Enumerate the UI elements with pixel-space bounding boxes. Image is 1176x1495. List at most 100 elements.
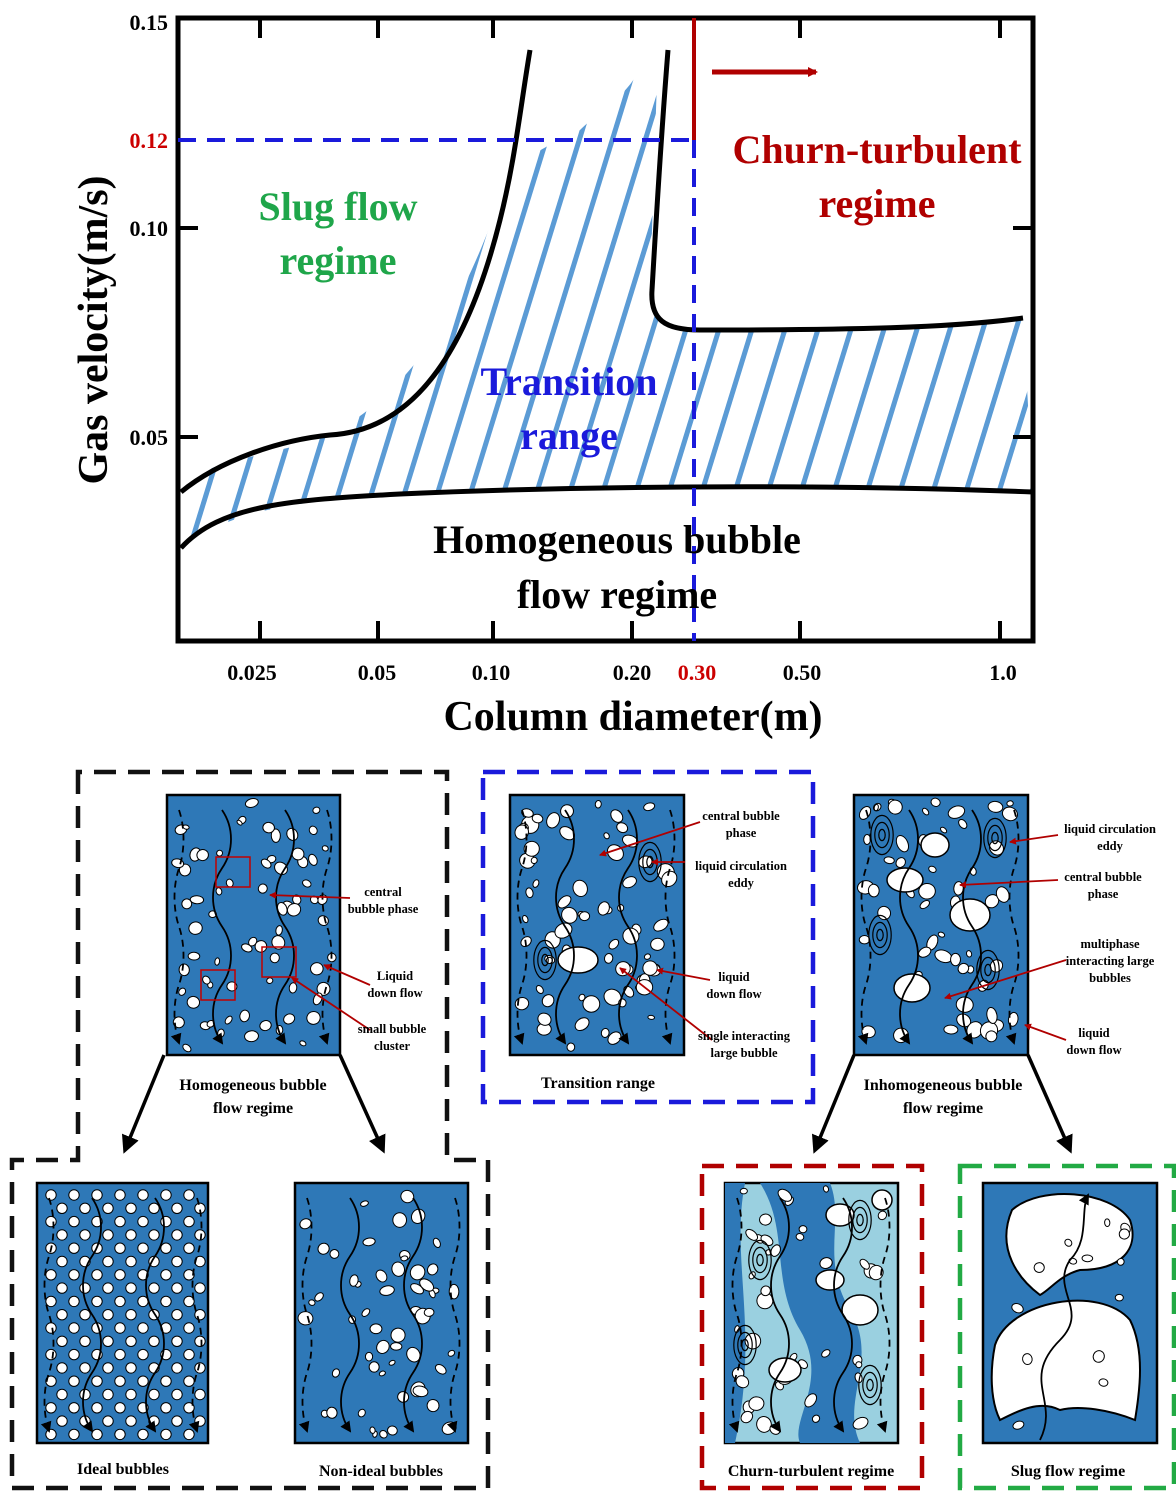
bubble	[259, 1020, 272, 1032]
inhomo-central-label: phase	[1088, 887, 1119, 901]
bubble	[45, 1215, 57, 1228]
bubble	[858, 935, 871, 945]
trans-central-label: phase	[726, 826, 757, 840]
bubble	[148, 1388, 160, 1401]
slug-region-label: regime	[280, 238, 397, 283]
annotation-arrows	[269, 821, 1067, 1041]
bubble	[514, 824, 529, 840]
bubble	[125, 1282, 137, 1294]
bubble	[1007, 1011, 1019, 1027]
bubble	[760, 1285, 771, 1297]
bubble	[160, 1269, 172, 1281]
trans-eddy-label: eddy	[728, 876, 754, 890]
hatch-line	[1110, 40, 1176, 560]
hatch-line	[282, 50, 448, 548]
bubble	[160, 1428, 172, 1441]
eddy	[866, 1378, 874, 1392]
bubble	[171, 1309, 183, 1321]
bubble	[216, 849, 224, 857]
hatch-line	[480, 50, 646, 548]
bubble	[867, 883, 880, 898]
bubble	[189, 895, 205, 905]
large-bubble	[949, 898, 991, 932]
bubble	[1033, 1262, 1045, 1273]
bubble	[56, 1335, 68, 1348]
hatch-line	[249, 50, 415, 548]
eddy	[991, 831, 999, 845]
large-bubble	[886, 867, 924, 893]
bubble	[137, 1348, 149, 1361]
x-tick: 0.10	[472, 660, 511, 685]
bubble	[804, 1393, 818, 1408]
x-tick-highlight: 0.30	[678, 660, 717, 685]
bubble	[578, 911, 591, 922]
bubble	[561, 906, 578, 924]
up-flow-line	[618, 809, 638, 1045]
bubble	[257, 883, 268, 894]
bubble	[56, 1309, 68, 1321]
bubble	[102, 1202, 114, 1215]
bubble	[68, 1269, 80, 1281]
trans-single-label: large bubble	[710, 1046, 777, 1060]
slug-region-label: Slug flow	[259, 184, 418, 229]
homo-central-label: bubble phase	[348, 902, 419, 916]
annotation-labels: central bubble phase Liquid down flow sm…	[348, 809, 1156, 1060]
y-tick: 0.05	[130, 425, 169, 450]
bubble	[369, 1426, 376, 1434]
bubble	[182, 1043, 192, 1053]
down-flow-line	[318, 809, 333, 1045]
hatch-line	[546, 50, 712, 548]
bubble	[102, 1335, 114, 1348]
bubble	[125, 1229, 137, 1241]
large-bubble	[557, 946, 599, 974]
bubble	[863, 834, 871, 845]
bubble	[647, 1014, 655, 1020]
bubble	[887, 799, 903, 815]
inhomo-down-label: down flow	[1066, 1043, 1121, 1057]
x-axis-label: Column diameter(m)	[443, 694, 822, 740]
bubble	[68, 1348, 80, 1361]
bubble	[447, 1349, 456, 1357]
bubble	[643, 953, 651, 960]
bubble	[943, 1024, 959, 1035]
bubble	[379, 1430, 388, 1439]
bubble	[308, 853, 318, 866]
y-tick: 0.15	[130, 10, 169, 35]
bubble	[423, 1307, 435, 1317]
eddy	[876, 928, 884, 942]
down-flow-line	[170, 809, 185, 1045]
bubble	[378, 1370, 386, 1377]
bubble	[260, 858, 272, 869]
bubble	[68, 1295, 80, 1308]
bubble	[183, 1428, 195, 1441]
bubble	[183, 1375, 195, 1387]
bubble	[148, 1229, 160, 1241]
churn-caption: Churn-turbulent regime	[728, 1463, 894, 1480]
hatch-line	[216, 50, 382, 548]
eddy	[983, 817, 1007, 859]
bubble	[326, 1406, 338, 1419]
homo-cluster-label: cluster	[374, 1039, 411, 1053]
bubble	[603, 953, 614, 964]
bubble	[102, 1255, 114, 1268]
bubble	[171, 1202, 183, 1215]
slug-group-box	[957, 1163, 1176, 1491]
boundary-curves	[179, 49, 1034, 550]
bubble	[532, 879, 540, 888]
bubble	[376, 1339, 390, 1354]
x-tick-labels: 0.025 0.05 0.10 0.20 0.30 0.50 1.0	[227, 660, 1017, 685]
bubble	[582, 995, 601, 1013]
bubble	[224, 1015, 233, 1025]
bubble	[349, 1274, 359, 1287]
eddy	[848, 1199, 872, 1241]
bubble	[91, 1189, 103, 1201]
bubble	[45, 1428, 57, 1441]
bubble	[171, 1255, 183, 1268]
bubble	[183, 1215, 195, 1228]
bubble	[178, 987, 187, 996]
bubble	[160, 1242, 172, 1254]
bubble	[286, 827, 299, 841]
up-flow-line	[403, 1197, 423, 1433]
bubble	[357, 1408, 366, 1418]
